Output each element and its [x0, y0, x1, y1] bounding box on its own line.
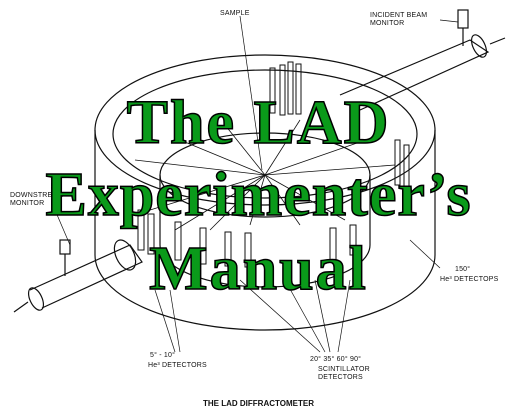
downstream-tube [29, 244, 143, 309]
label-he-low-detectors: He³ DETECTORS [148, 362, 207, 369]
label-scintillator-detectors: SCINTILLATOR DETECTORS [318, 366, 370, 381]
inner-ring [112, 69, 418, 199]
outer-cylinder-wall [94, 130, 436, 331]
title-line-3: Manual [148, 234, 368, 304]
detector-tubes [137, 61, 410, 268]
figure-caption: THE LAD DIFFRACTOMETER [203, 399, 314, 408]
label-incident-beam-monitor: INCIDENT BEAM MONITOR [370, 12, 428, 27]
label-he-low-angles: 5° - 10° [150, 352, 176, 359]
title-line-1: The LAD [126, 88, 391, 158]
incident-monitor [457, 9, 469, 29]
incident-beam-tube [339, 39, 490, 111]
leader-lines [54, 15, 459, 353]
label-he-high-detectors: He³ DETECTOPS [440, 276, 499, 283]
label-sample: SAMPLE [220, 10, 250, 17]
label-scintillator-angles: 20° 35° 60° 90° [310, 356, 362, 363]
scatter-rays [134, 119, 396, 231]
label-he-high-angle: 150° [455, 266, 471, 273]
label-downstream-monitor: DOWNSTREAM MONITOR [10, 192, 64, 207]
title-line-2: Experimenter’s [45, 160, 472, 230]
